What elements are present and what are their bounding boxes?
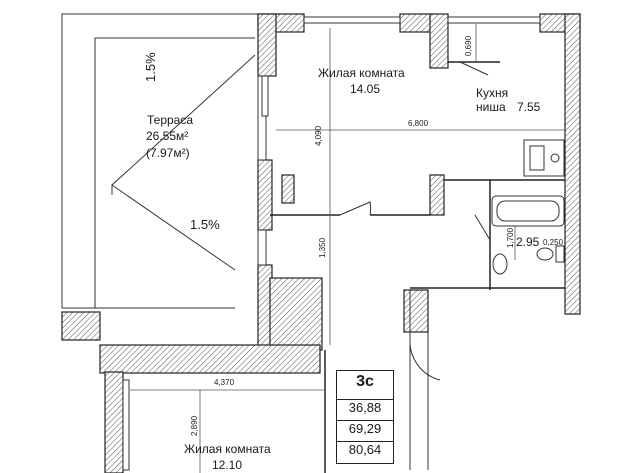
windows — [122, 16, 541, 471]
bathtub — [491, 195, 565, 227]
apartment-total-area: 69,29 — [337, 420, 393, 436]
living-room-1-name: Жилая комната — [318, 66, 405, 80]
terrace-reduced-area: (7.97м²) — [146, 146, 190, 160]
apartment-type: 3с — [356, 373, 374, 390]
living-room-2-name: Жилая комната — [184, 442, 271, 456]
exterior-walls — [61, 13, 581, 473]
terrace-area: 26.55м² — [146, 129, 189, 143]
terrace-name: Терраса — [147, 113, 194, 127]
terrace-slope-mid: 1.5% — [190, 217, 220, 232]
dim-2890: 2,890 — [190, 415, 199, 436]
bathroom-fixtures — [492, 245, 565, 275]
apartment-info-box: 3с 36,88 69,29 80,64 — [336, 370, 394, 464]
dim-6800: 6,800 — [408, 119, 429, 128]
terrace-slope-top: 1.5% — [143, 52, 158, 82]
apartment-full-area: 80,64 — [337, 441, 393, 457]
bathroom-area: 2.95 — [516, 235, 540, 249]
dim-1350: 1,350 — [318, 237, 327, 258]
kitchen-name-line2: ниша — [476, 100, 506, 114]
terrace-outline — [61, 13, 260, 309]
apartment-living-area: 36,88 — [337, 399, 393, 415]
dim-1700: 1,700 — [506, 227, 515, 248]
dim-0250: 0,250 — [543, 238, 564, 247]
kitchen-area: 7.55 — [517, 100, 541, 114]
dimension-lines — [130, 24, 565, 473]
living-room-2-area: 12.10 — [212, 458, 243, 472]
kitchen-sink-stove — [523, 139, 565, 177]
corridor-outline — [409, 290, 429, 470]
dim-0690: 0,690 — [464, 35, 473, 56]
dim-4090: 4,090 — [314, 125, 323, 146]
dim-4370: 4,370 — [214, 378, 235, 387]
kitchen-name-line1: Кухня — [476, 86, 509, 100]
living-room-1-area: 14.05 — [350, 82, 381, 96]
interior-walls — [270, 61, 565, 473]
